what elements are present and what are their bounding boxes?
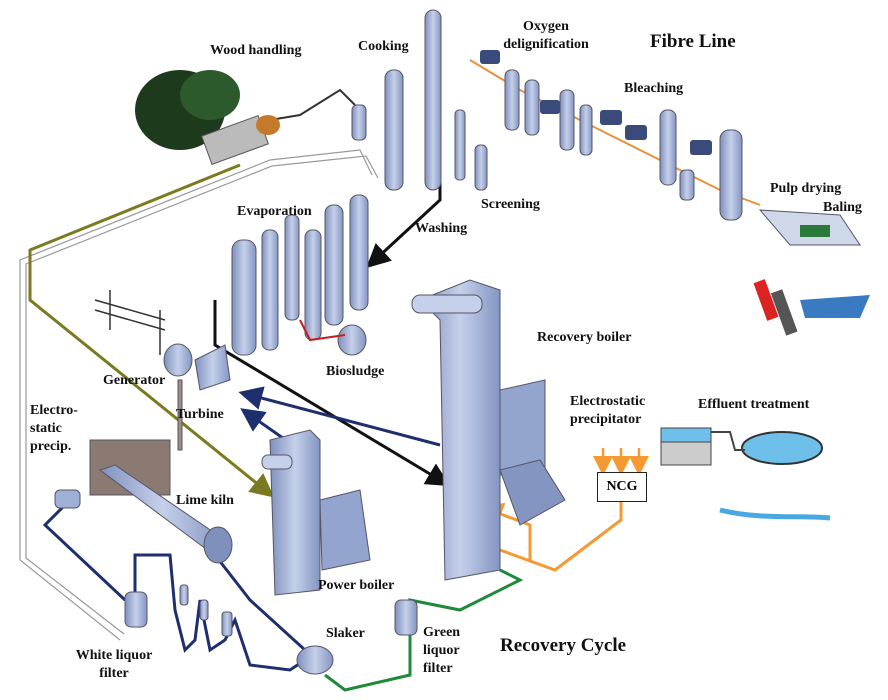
label-screening: Screening: [481, 197, 540, 212]
turbine-generator: [163, 343, 231, 451]
label-line: precipitator: [570, 412, 642, 427]
filters: [124, 584, 418, 675]
label-wood-handling: Wood handling: [210, 43, 302, 58]
label-fibre-line: Fibre Line: [650, 31, 736, 52]
ncg-box: NCG: [597, 472, 647, 502]
label-green-liquor-filter: Green liquor filter: [423, 624, 460, 678]
label-washing: Washing: [415, 221, 468, 236]
lime-kiln: [54, 439, 233, 564]
label-effluent-treatment: Effluent treatment: [698, 397, 810, 412]
evaporators: [231, 194, 369, 356]
label-baling: Baling: [823, 200, 862, 215]
label-slaker: Slaker: [326, 626, 365, 641]
wood-feed-pipe: [28, 163, 275, 498]
label-line: Oxygen: [523, 19, 569, 34]
label-power-boiler: Power boiler: [318, 578, 395, 593]
digester-columns: [351, 9, 743, 221]
label-recovery-boiler: Recovery boiler: [537, 330, 632, 345]
fibre-line-pipe-2: [269, 88, 356, 121]
label-electrostatic-precipitator: Electrostatic precipitator: [570, 393, 645, 429]
label-white-liquor-filter: White liquor filter: [76, 647, 153, 683]
label-line: static: [30, 421, 62, 436]
label-bleaching: Bleaching: [624, 81, 684, 96]
label-kiln-electrostatic-precip: Electro-static precip.: [30, 402, 78, 456]
label-cooking: Cooking: [358, 39, 409, 54]
label-line: filter: [423, 661, 453, 676]
recovery-boiler: [411, 279, 566, 581]
effluent-plant: [660, 427, 831, 521]
label-recovery-cycle: Recovery Cycle: [500, 635, 627, 656]
white-return-pipe: [19, 149, 379, 641]
label-evaporation: Evaporation: [237, 204, 312, 219]
biosludge-pipe: [299, 319, 346, 342]
label-line: Green: [423, 625, 461, 640]
shipping: [753, 279, 870, 336]
power-lines: [94, 290, 166, 355]
washers: [480, 50, 712, 155]
label-biosludge: Biosludge: [326, 364, 385, 379]
label-lime-kiln: Lime kiln: [176, 493, 234, 508]
label-line: White liquor: [75, 648, 153, 663]
label-line: liquor: [423, 643, 460, 658]
ncg-input-arrows: [593, 448, 649, 476]
label-pulp-drying: Pulp drying: [770, 181, 842, 196]
ncg-pipe: [490, 500, 623, 572]
label-generator: Generator: [103, 373, 166, 388]
pulp-dryer: [758, 209, 861, 246]
label-line: Electro-: [30, 403, 78, 418]
label-turbine: Turbine: [176, 407, 224, 422]
label-line: precip.: [30, 439, 72, 454]
label-line: Electrostatic: [570, 394, 646, 409]
wood-yard: [135, 70, 280, 165]
black-liquor-pipe-2: [213, 300, 451, 487]
steam-pipe: [238, 386, 441, 447]
label-line: filter: [99, 666, 129, 681]
label-oxygen-delignification: Oxygen delignification: [503, 18, 589, 54]
label-line: delignification: [503, 37, 589, 52]
power-boiler: [261, 429, 371, 596]
